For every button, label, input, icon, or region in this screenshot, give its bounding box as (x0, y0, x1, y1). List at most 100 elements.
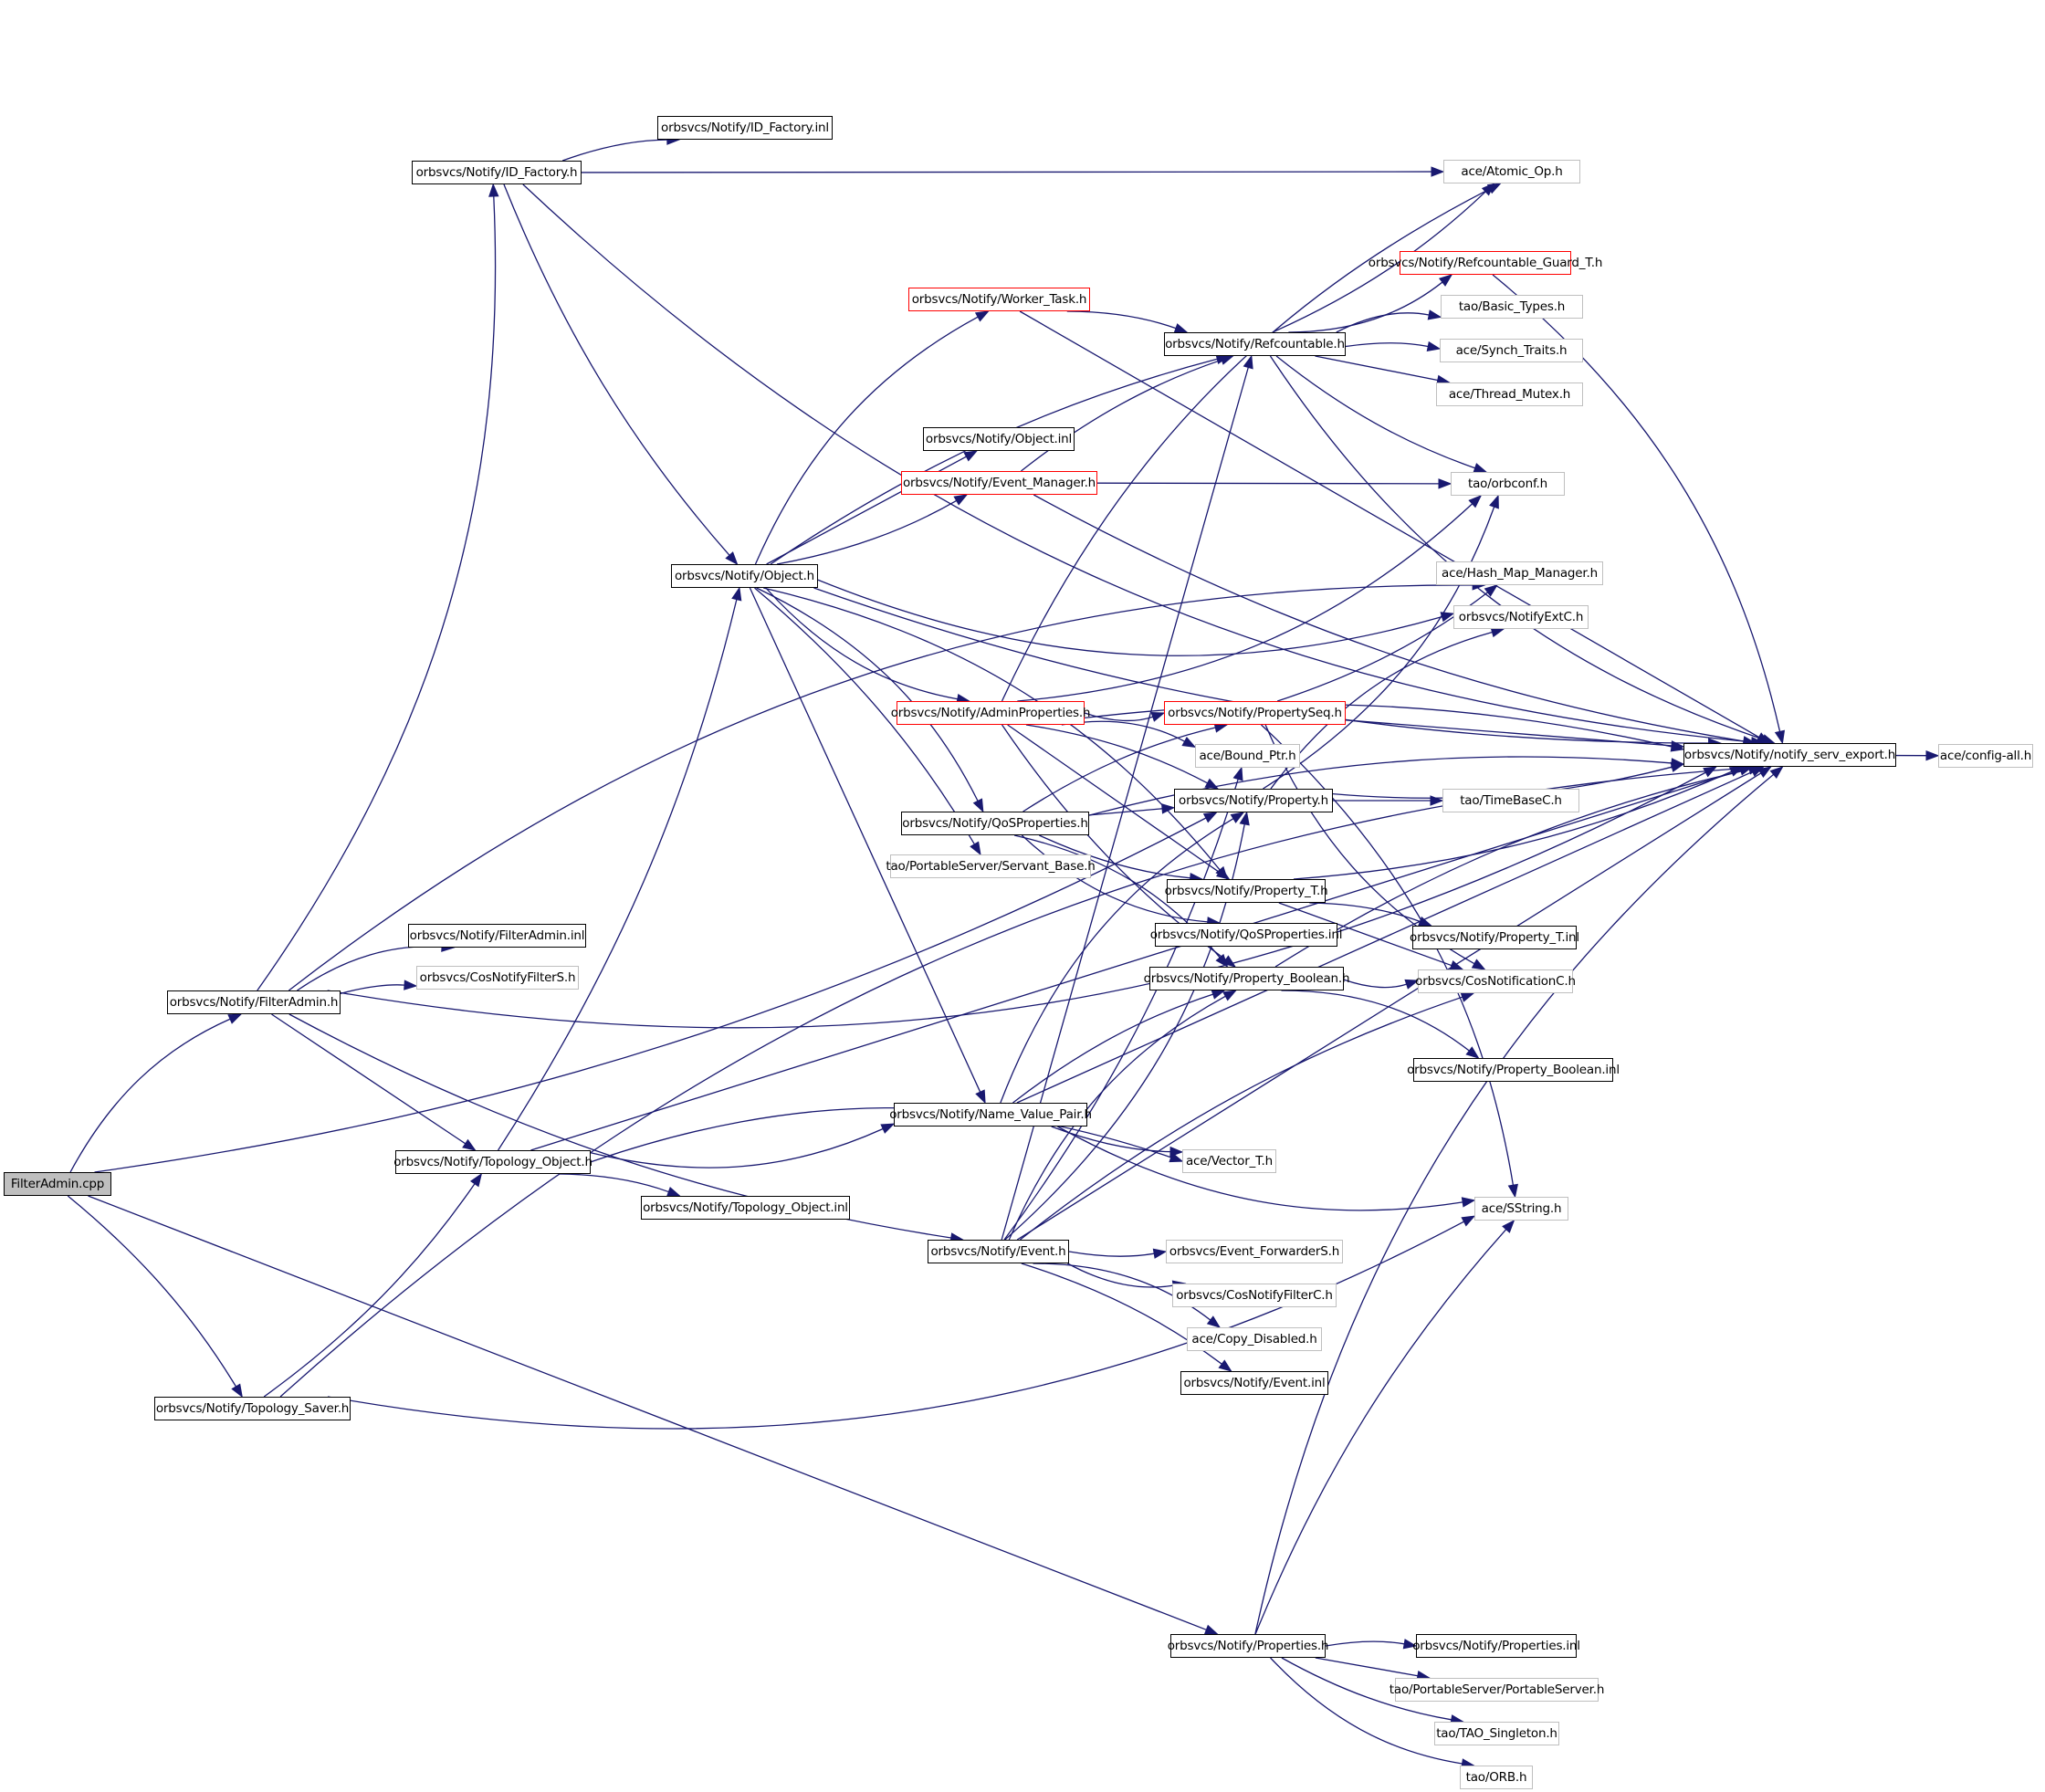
edge-object-h-to-servant-base (754, 587, 975, 845)
node-label: orbsvcs/Notify/Object.h (674, 569, 815, 583)
node-topology-object-h[interactable]: orbsvcs/Notify/Topology_Object.h (393, 1150, 593, 1174)
node-property-h[interactable]: orbsvcs/Notify/Property.h (1174, 789, 1333, 812)
edge-topology-object-h-to-topology-object-inl (558, 1173, 669, 1193)
arrowhead-icon (1431, 166, 1445, 177)
node-object-h[interactable]: orbsvcs/Notify/Object.h (671, 564, 818, 588)
node-event-h[interactable]: orbsvcs/Notify/Event.h (928, 1240, 1069, 1263)
node-topology-saver[interactable]: orbsvcs/Notify/Topology_Saver.h (154, 1397, 351, 1420)
node-label: orbsvcs/CosNotifyFilterS.h (419, 970, 576, 985)
node-property-boolean-inl[interactable]: orbsvcs/Notify/Property_Boolean.inl (1407, 1058, 1620, 1082)
edge-refcountable-to-refcountable-guard (1288, 281, 1443, 333)
edge-root-to-topology-saver (67, 1195, 237, 1388)
node-label: ace/Synch_Traits.h (1455, 343, 1568, 358)
edge-id-factory-h-to-object-h (503, 183, 730, 556)
arrowhead-icon (1461, 1215, 1476, 1227)
edge-worker-task-to-notify-serv-export (1019, 310, 1760, 739)
node-label: ace/Vector_T.h (1185, 1154, 1273, 1168)
node-label: orbsvcs/Notify/PropertySeq.h (1168, 706, 1342, 720)
arrowhead-icon (1426, 341, 1442, 352)
arrowhead-icon (666, 1187, 681, 1197)
node-refcountable-guard[interactable]: orbsvcs/Notify/Refcountable_Guard_T.h (1369, 251, 1602, 275)
node-label: orbsvcs/Notify/QoSProperties.h (902, 816, 1088, 831)
node-label: tao/ORB.h (1465, 1770, 1527, 1785)
arrowhead-icon (1169, 1152, 1184, 1163)
node-property-boolean-h[interactable]: orbsvcs/Notify/Property_Boolean.h (1144, 967, 1350, 990)
node-portable-server: tao/PortableServer/PortableServer.h (1390, 1678, 1604, 1702)
node-refcountable[interactable]: orbsvcs/Notify/Refcountable.h (1164, 332, 1346, 356)
arrowhead-icon (1230, 812, 1245, 823)
arrowhead-icon (974, 310, 990, 322)
edge-filter-admin-h-to-notify-serv-export (327, 771, 1706, 1029)
edge-id-factory-h-to-id-factory-inl (561, 139, 667, 162)
edge-refcountable-to-notify-serv-export (1269, 355, 1764, 740)
node-qos-properties[interactable]: orbsvcs/Notify/QoSProperties.h (901, 812, 1089, 835)
edge-admin-properties-to-atomic-op (1001, 188, 1491, 702)
node-id-factory-h[interactable]: orbsvcs/Notify/ID_Factory.h (412, 161, 582, 184)
edge-filter-admin-h-to-topology-object-h (271, 1013, 467, 1145)
edge-properties-h-to-notify-serv-export (1254, 773, 1775, 1635)
node-qos-properties-inl[interactable]: orbsvcs/Notify/QoSProperties.inl (1150, 923, 1342, 947)
edge-property-boolean-h-to-notify-serv-export (1274, 769, 1750, 968)
edge-object-h-to-admin-properties (765, 587, 958, 700)
node-property-t-inl[interactable]: orbsvcs/Notify/Property_T.inl (1410, 926, 1579, 949)
edge-object-h-to-worker-task (754, 316, 979, 565)
edge-event-h-to-cos-notify-filter-c (1067, 1263, 1174, 1288)
node-basic-types: tao/Basic_Types.h (1441, 295, 1583, 319)
node-label: orbsvcs/Notify/Topology_Saver.h (155, 1401, 350, 1416)
node-thread-mutex: ace/Thread_Mutex.h (1436, 383, 1583, 406)
edge-worker-task-to-refcountable (1066, 310, 1177, 330)
edge-topology-object-h-to-notify-serv-export (530, 770, 1741, 1151)
node-label: orbsvcs/Notify/Refcountable.h (1165, 337, 1345, 351)
node-object-inl[interactable]: orbsvcs/Notify/Object.inl (923, 427, 1075, 451)
node-event-inl[interactable]: orbsvcs/Notify/Event.inl (1180, 1371, 1328, 1395)
arrowhead-icon (1465, 1046, 1480, 1059)
edge-filter-admin-h-to-cos-notify-filter-s (340, 984, 405, 995)
node-label: orbsvcs/Notify/QoSProperties.inl (1149, 927, 1343, 942)
edge-event-h-to-notify-serv-export (1016, 772, 1762, 1241)
node-worker-task[interactable]: orbsvcs/Notify/Worker_Task.h (908, 288, 1090, 311)
edge-property-seq-to-notify-serv-export (1345, 719, 1673, 747)
node-filter-admin-h[interactable]: orbsvcs/Notify/FilterAdmin.h (167, 990, 341, 1014)
arrowhead-icon (1489, 494, 1499, 509)
arrowhead-icon (1460, 991, 1475, 1002)
arrowhead-icon (1202, 812, 1218, 823)
node-sstring: ace/SString.h (1474, 1197, 1568, 1221)
arrowhead-icon (1243, 354, 1253, 370)
node-properties-h[interactable]: orbsvcs/Notify/Properties.h (1168, 1634, 1328, 1658)
arrowhead-icon (1471, 959, 1486, 970)
arrowhead-icon (975, 1089, 986, 1105)
arrowhead-icon (972, 798, 984, 813)
arrowhead-icon (1181, 736, 1197, 749)
arrowhead-icon (1507, 1183, 1518, 1199)
edge-properties-h-to-properties-inl (1325, 1640, 1405, 1647)
edge-property-t-h-to-cos-notification-c (1278, 902, 1452, 967)
node-name-value-pair[interactable]: orbsvcs/Notify/Name_Value_Pair.h (889, 1103, 1092, 1127)
edge-filter-admin-h-to-hash-map-manager (288, 584, 1473, 991)
edge-refcountable-to-atomic-op (1272, 191, 1486, 333)
node-label: orbsvcs/Notify/Refcountable_Guard_T.h (1368, 256, 1603, 270)
edge-root-to-property-h (94, 817, 1207, 1173)
arrowhead-icon (1925, 749, 1940, 761)
edge-property-boolean-h-to-cos-notification-c (1343, 979, 1407, 989)
node-property-seq[interactable]: orbsvcs/Notify/PropertySeq.h (1164, 701, 1346, 725)
edge-name-value-pair-to-sstring (1057, 1126, 1463, 1211)
node-notify-serv-export[interactable]: orbsvcs/Notify/notify_serv_export.h (1683, 743, 1896, 767)
node-label: ace/config-all.h (1939, 749, 2032, 763)
node-properties-inl[interactable]: orbsvcs/Notify/Properties.inl (1412, 1634, 1580, 1658)
node-property-t-h[interactable]: orbsvcs/Notify/Property_T.h (1165, 879, 1328, 903)
edge-object-h-to-qos-properties (756, 587, 979, 802)
arrowhead-icon (953, 494, 969, 506)
edge-property-t-h-to-property-t-inl (1309, 902, 1421, 923)
arrowhead-icon (1218, 1359, 1232, 1372)
node-topology-object-inl[interactable]: orbsvcs/Notify/Topology_Object.inl (641, 1196, 850, 1220)
edge-properties-h-to-portable-server (1315, 1657, 1419, 1677)
node-id-factory-inl[interactable]: orbsvcs/Notify/ID_Factory.inl (657, 116, 833, 140)
node-cos-notification-c: orbsvcs/CosNotificationC.h (1415, 969, 1576, 993)
node-event-manager[interactable]: orbsvcs/Notify/Event_Manager.h (901, 471, 1097, 495)
node-admin-properties[interactable]: orbsvcs/Notify/AdminProperties.h (891, 701, 1090, 725)
arrowhead-icon (1402, 1639, 1418, 1650)
node-timebasec: tao/TimeBaseC.h (1442, 789, 1579, 812)
arrowhead-icon (1215, 867, 1231, 880)
node-filter-admin-inl[interactable]: orbsvcs/Notify/FilterAdmin.inl (408, 924, 586, 948)
node-config-all: ace/config-all.h (1938, 744, 2033, 768)
